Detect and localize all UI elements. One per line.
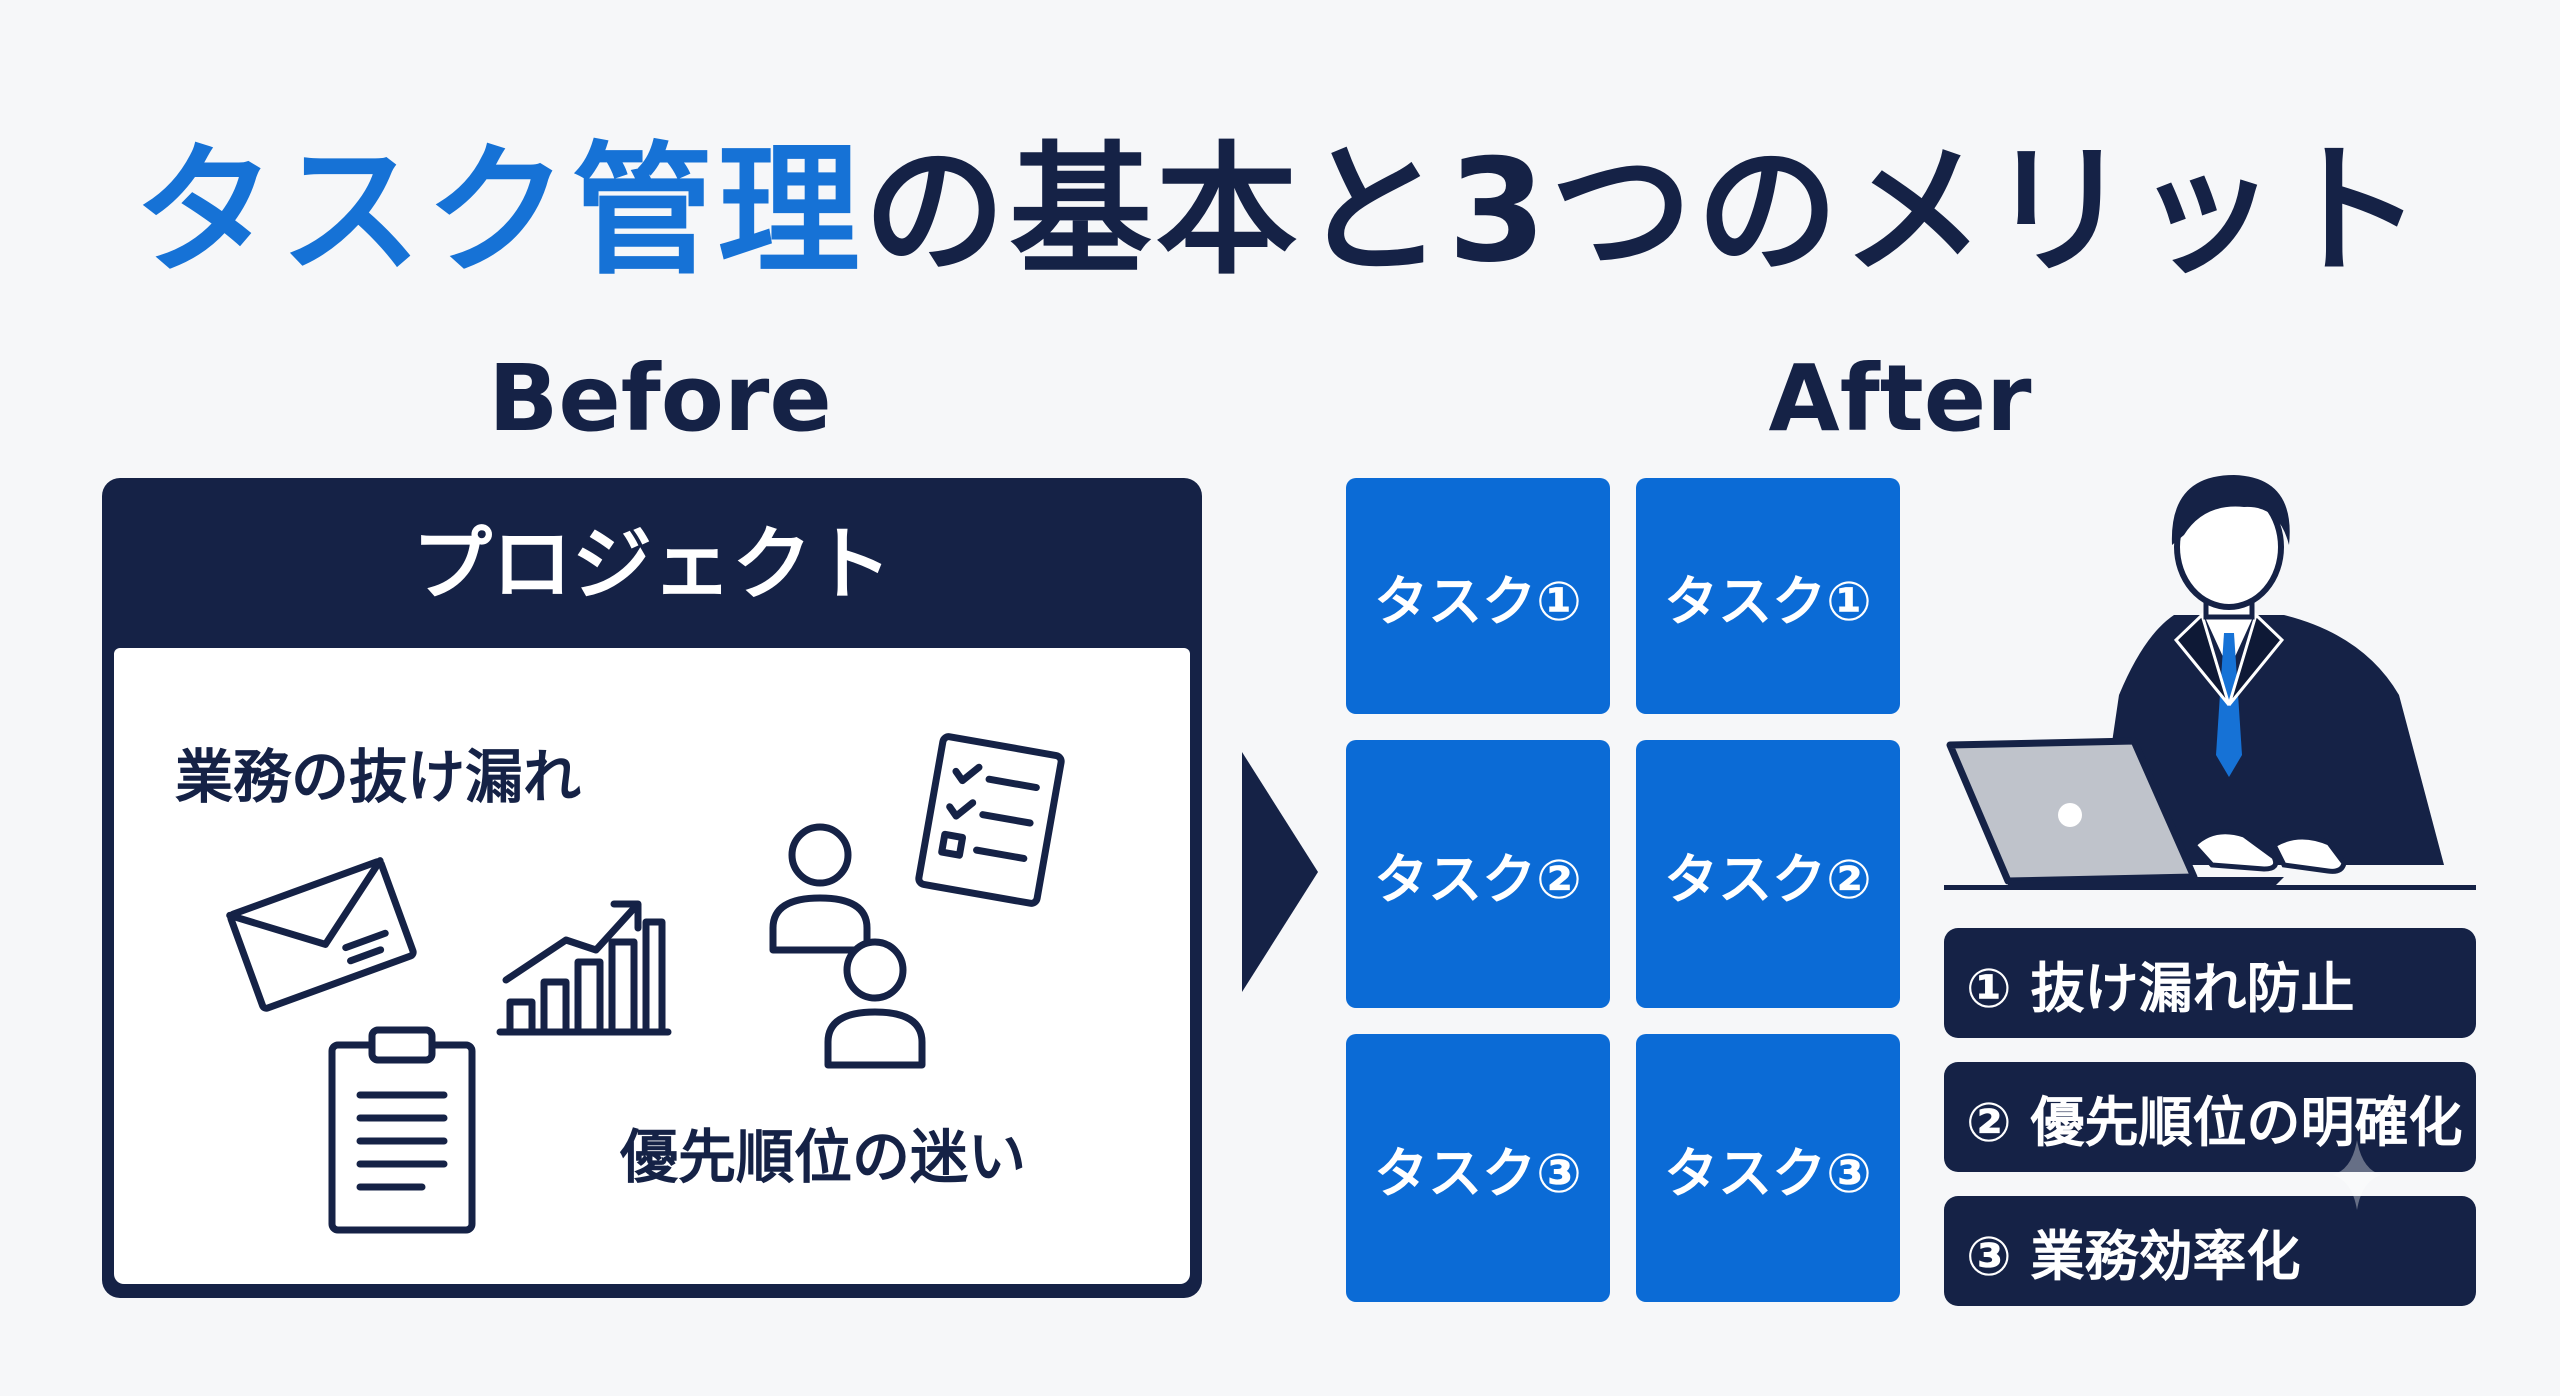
problem-label-omissions: 業務の抜け漏れ (175, 743, 582, 811)
task-tile-1a: タスク① (1346, 478, 1610, 714)
problem-label-priority-confusion: 優先順位の迷い (620, 1123, 1027, 1191)
clipboard-icon (328, 1026, 476, 1234)
after-heading: After (1768, 345, 2032, 452)
title-rest: の基本と3つのメリット (863, 129, 2427, 294)
benefit-work-efficiency: ③ 業務効率化 (1944, 1196, 2476, 1306)
checklist-icon (915, 733, 1065, 907)
before-heading: Before (488, 345, 832, 452)
task-tile-3b: タスク③ (1636, 1034, 1900, 1302)
arrow-right-icon (1242, 752, 1318, 992)
businessman-laptop-icon (1946, 475, 2444, 887)
task-tile-2b: タスク② (1636, 740, 1900, 1008)
project-panel-title: プロジェクト (412, 518, 892, 611)
page-title: タスク管理の基本と3つのメリット (0, 95, 2560, 301)
desk-line (1944, 885, 2476, 890)
sparkle-icon (2332, 1140, 2382, 1210)
people-icon (769, 823, 926, 1069)
bar-chart-rising-icon (496, 900, 672, 1036)
benefit-clear-priorities: ② 優先順位の明確化 (1944, 1062, 2476, 1172)
benefit-prevent-omissions: ① 抜け漏れ防止 (1944, 928, 2476, 1038)
task-tile-1b: タスク① (1636, 478, 1900, 714)
task-tile-3a: タスク③ (1346, 1034, 1610, 1302)
envelope-icon (226, 857, 417, 1012)
task-tile-2a: タスク② (1346, 740, 1610, 1008)
title-highlight: タスク管理 (133, 129, 864, 294)
